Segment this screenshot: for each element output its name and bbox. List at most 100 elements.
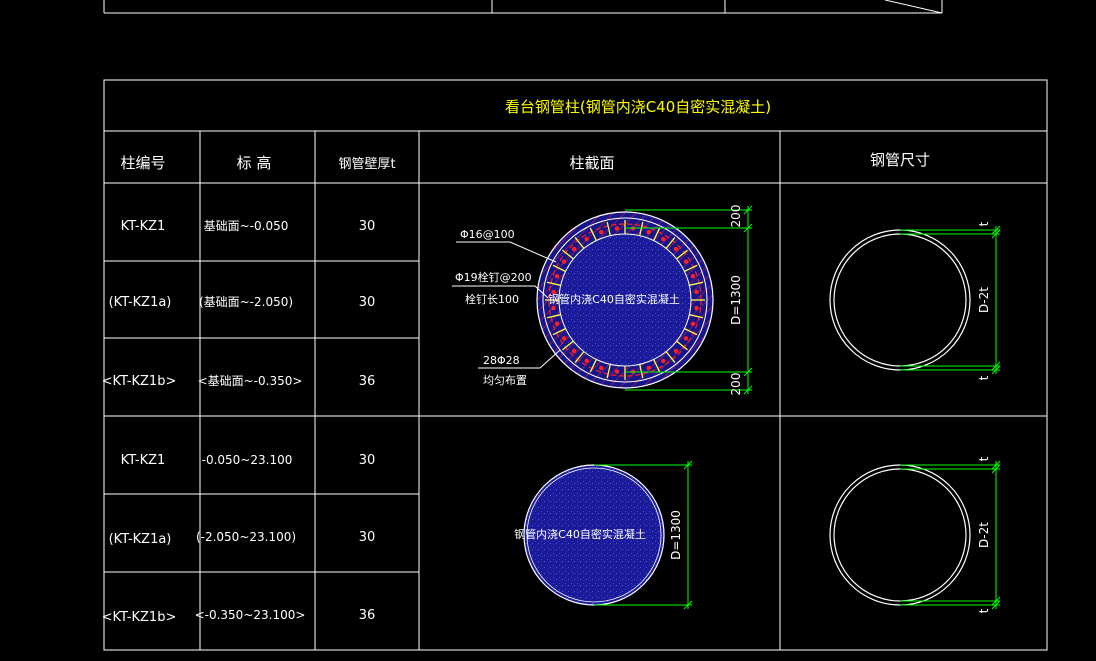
rebar-dot [599,229,604,235]
row-2-elevation: (基础面~-2.050) [199,295,293,309]
rebar-dot [554,321,560,326]
tube-lower-dim-bottom: t [977,608,991,613]
header-tube-size: 钢管尺寸 [870,151,930,169]
rebar-dot [661,236,666,242]
row-1-elevation: 基础面~-0.050 [204,219,289,233]
row-6-elevation: <-0.350~23.100> [195,608,306,622]
row-2-thickness: 30 [359,295,376,310]
row-3-thickness: 36 [359,374,376,389]
stud-mark [606,221,611,236]
rebar-dot [599,365,604,371]
rebar-dot [551,289,556,295]
section-upper-dim-bottom: 200 [729,373,743,396]
section-upper-dim-top: 200 [729,205,743,228]
rebar-dot [673,246,679,252]
tube-upper-dim-top: t [977,221,991,226]
tube-upper-dim-bottom: t [977,375,991,380]
stud-mark [562,340,574,351]
header-elevation: 标 高 [237,154,272,172]
note-stud-line2: 栓钉长100 [465,292,519,306]
rebar-dot [661,358,666,364]
row-1-id: KT-KZ1 [121,219,166,234]
section-lower-dim-diameter: D=1300 [669,510,683,560]
rebar-dot [614,369,620,374]
stud-mark [676,340,688,351]
section-lower-fill-label: 钢管内浇C40自密实混凝土 [514,527,646,541]
stud-mark [546,314,561,319]
rebar-dot [561,259,567,264]
section-lower-dimension-lines [594,460,693,610]
stud-mark [639,364,644,379]
rebar-dot [571,246,577,252]
stud-mark [574,237,585,249]
previous-table-fragment [103,0,943,14]
stud-mark [684,328,698,336]
table-grid [103,79,1048,651]
stud-mark [689,281,704,286]
row-6-thickness: 36 [359,608,376,623]
rebar-dot [571,348,577,354]
stud-mark [653,227,661,241]
stud-mark [676,249,688,260]
rebar-dot [694,305,699,311]
rebar-dot [561,336,567,341]
tube-size-upper [829,229,971,371]
stud-mark [589,359,597,373]
stud-mark [552,328,566,336]
stud-mark [562,249,574,260]
section-upper-leaders [452,241,561,369]
rebar-dot [554,274,560,279]
header-section: 柱截面 [569,154,614,172]
rebar-dot [683,259,689,264]
row-4-thickness: 30 [359,453,376,468]
header-wall-thickness: 钢管壁厚t [338,157,395,172]
note-stirrup: Φ16@100 [460,228,515,241]
note-rebar-line2: 均匀布置 [483,374,527,387]
rebar-dot [646,229,651,235]
tube-lower-dimension-lines [900,460,1001,610]
note-stud-line1: Φ19栓钉@200 [455,270,532,284]
row-3-id: <KT-KZ1b> [102,374,177,389]
stud-mark [665,237,676,249]
row-1-thickness: 30 [359,219,376,234]
stud-mark [546,281,561,286]
stud-mark [574,351,585,363]
row-6-id: <KT-KZ1b> [102,610,177,625]
rebar-dot [584,358,589,364]
row-4-id: KT-KZ1 [121,453,166,468]
tube-upper-dimension-lines [900,225,1001,375]
rebar-dot [690,321,696,326]
note-rebar-line1: 28Φ28 [483,354,520,367]
rebar-dot [690,274,696,279]
stud-mark [606,364,611,379]
rebar-dot [614,226,620,231]
stud-mark [684,264,698,272]
rebar-dot [673,348,679,354]
stud-mark [689,314,704,319]
tube-lower-dim-diameter: D-2t [977,522,991,548]
stud-mark [653,359,661,373]
rebar-dot [694,289,699,295]
row-2-id: (KT-KZ1a) [109,295,172,310]
rebar-dot [584,236,589,242]
row-5-thickness: 30 [359,530,376,545]
section-upper-fill-label: 钢管内浇C40自密实混凝土 [548,292,680,306]
stud-mark [639,221,644,236]
table-title: 看台钢管柱(钢管内浇C40自密实混凝土) [505,98,771,116]
tube-upper-dim-diameter: D-2t [977,287,991,313]
rebar-dot [646,365,651,371]
stud-mark [552,264,566,272]
row-4-elevation: -0.050~23.100 [202,453,293,467]
tube-size-lower [829,464,971,606]
header-column-id: 柱编号 [120,154,165,172]
stud-ring [545,220,705,380]
row-5-id: (KT-KZ1a) [109,532,172,547]
row-3-elevation: <基础面~-0.350> [198,374,303,388]
tube-lower-dim-top: t [977,456,991,461]
column-section-upper [536,211,714,389]
rebar-dot [683,336,689,341]
stud-mark [665,351,676,363]
stud-mark [589,227,597,241]
row-5-elevation: (-2.050~23.100) [196,530,296,544]
